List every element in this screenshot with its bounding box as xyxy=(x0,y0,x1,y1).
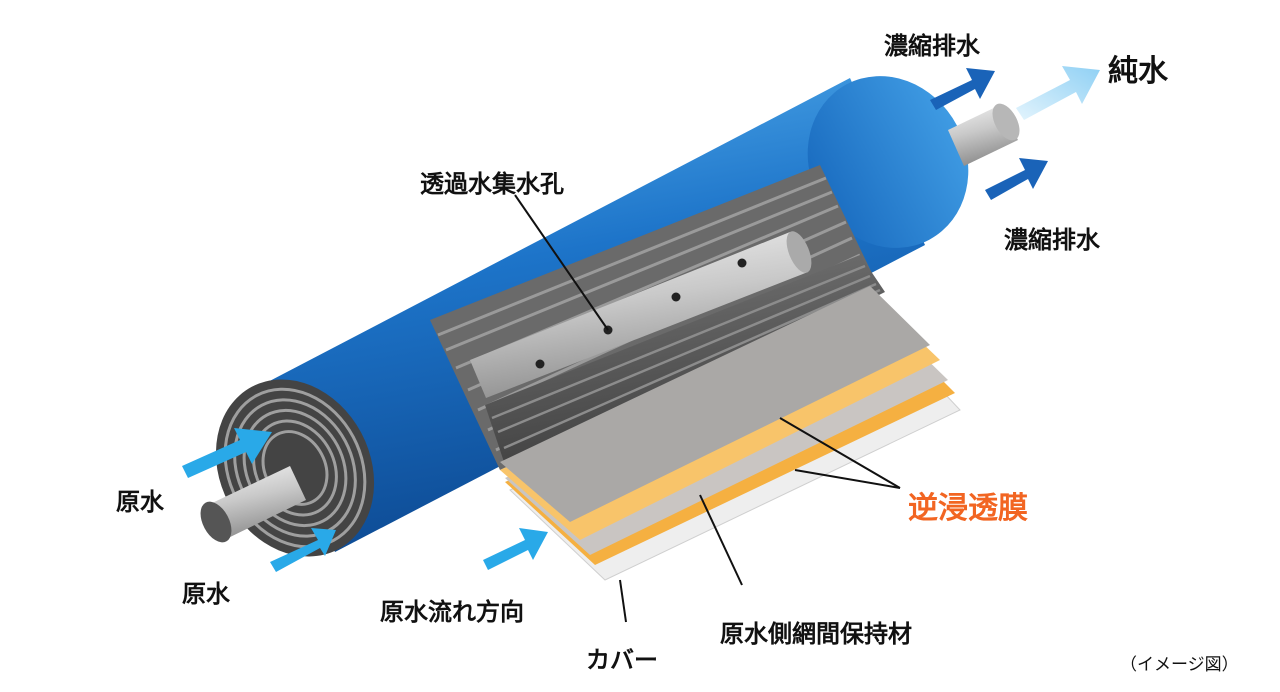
label-permeate-holes: 透過水集水孔 xyxy=(420,170,564,198)
housing-right-cap xyxy=(807,76,969,248)
raw-water-arrow-bottom xyxy=(270,528,336,572)
permeate-tube-end xyxy=(786,231,812,273)
concentrate-arrow-right xyxy=(985,158,1048,200)
label-raw-water-top: 原水 xyxy=(116,488,164,516)
label-spacer: 原水側網間保持材 xyxy=(720,620,912,648)
leader-lines xyxy=(514,194,901,623)
label-ro-membrane: 逆浸透膜 xyxy=(908,491,1028,526)
raw-water-tube-end xyxy=(200,501,232,543)
permeate-collection-tube xyxy=(470,232,808,398)
raw-water-tube xyxy=(208,466,306,540)
label-concentrate-right: 濃縮排水 xyxy=(1004,226,1100,254)
label-raw-water-bottom: 原水 xyxy=(182,580,230,608)
label-flow-direction: 原水流れ方向 xyxy=(380,598,524,626)
concentrate-arrow-top xyxy=(930,68,995,110)
label-cover: カバー xyxy=(586,646,658,674)
top-sheet xyxy=(500,286,930,522)
label-image-note: （イメージ図） xyxy=(1120,655,1239,675)
flow-direction-arrow xyxy=(483,528,548,570)
label-concentrate-top: 濃縮排水 xyxy=(884,32,980,60)
pure-water-tube-end xyxy=(992,103,1020,141)
pure-water-arrow xyxy=(1016,66,1100,120)
raw-water-arrow-top xyxy=(182,428,272,478)
label-pure-water: 純水 xyxy=(1108,54,1168,89)
